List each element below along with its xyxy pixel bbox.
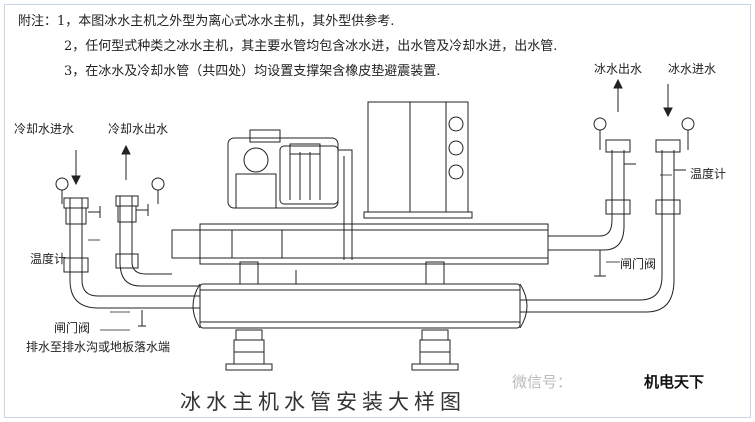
note-line-1: 附注：1，本图冰水主机之外型为离心式冰水主机，其外型供参考. xyxy=(18,14,395,29)
label-cooling-in: 冷却水进水 xyxy=(14,122,75,136)
watermark-brand: 机电天下 xyxy=(644,373,705,391)
upper-shell xyxy=(171,223,549,265)
label-drain: 排水至排水沟或地板落水端 xyxy=(26,340,171,354)
thermometer-icon xyxy=(55,177,69,191)
label-valve-right: 闸门阀 xyxy=(620,257,657,271)
diagram-title: 冰水主机水管安装大样图 xyxy=(180,390,466,414)
label-chilled-out: 冰水出水 xyxy=(594,62,643,76)
lower-shell xyxy=(192,270,528,329)
label-valve-left: 闸门阀 xyxy=(54,321,91,335)
support-left xyxy=(225,261,273,371)
note-line-2: 2，任何型式种类之冰水主机，其主要水管均包含冰水进，出水管及冷却水进，出水管. xyxy=(64,39,558,54)
cooling-water-pipes xyxy=(63,195,200,309)
label-thermometer-right: 温度计 xyxy=(690,167,727,181)
control-panel xyxy=(363,101,473,219)
support-right xyxy=(411,261,459,371)
flow-arrows xyxy=(71,78,673,186)
drawing-frame xyxy=(4,4,751,418)
note-line-3: 3，在冰水及冷却水管（共四处）均设置支撑架含橡皮垫避震装置. xyxy=(64,64,441,79)
leader-lines xyxy=(88,174,672,331)
label-thermometer-left: 温度计 xyxy=(30,252,67,266)
chilled-water-pipes xyxy=(520,139,686,313)
thermometer-icon xyxy=(593,117,607,131)
label-chilled-in: 冰水进水 xyxy=(668,62,717,76)
label-cooling-out: 冷却水出水 xyxy=(108,122,169,136)
thermometer-icon xyxy=(151,177,165,191)
watermark-text: 微信号： xyxy=(512,373,573,391)
thermometer-icon xyxy=(681,117,695,131)
compressor-unit xyxy=(227,129,353,260)
